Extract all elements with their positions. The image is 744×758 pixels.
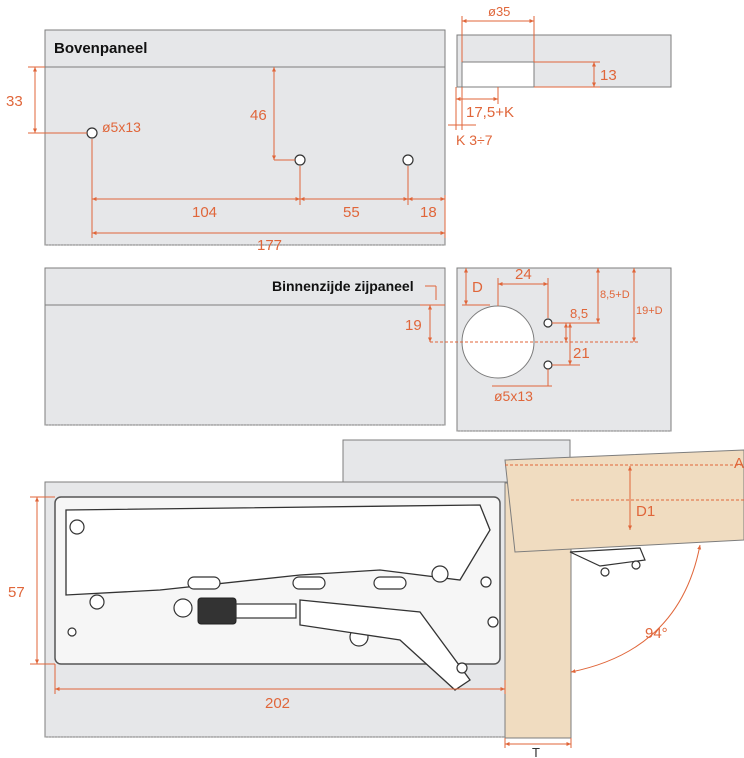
damper-block	[197, 597, 237, 625]
dim-33: 33	[6, 93, 23, 110]
dim-t: T	[532, 745, 540, 758]
dim-57: 57	[8, 584, 25, 601]
side-section-view: D 24 8,5 8,5+D 19+D 21 ø5x13	[430, 266, 672, 432]
dim-k: K 3÷7	[456, 132, 493, 148]
bracket-screw-1	[600, 567, 610, 577]
screw-3	[67, 627, 77, 637]
mechanism-view: D1 A 57 202 94°	[8, 439, 744, 758]
pivot-3	[480, 576, 492, 588]
screw-4	[431, 565, 449, 583]
damper-rod	[235, 603, 297, 619]
dim-85d: 8,5+D	[600, 289, 630, 301]
dim-202: 202	[265, 695, 290, 712]
mechanism-cover	[65, 504, 491, 596]
hole-1	[86, 127, 98, 139]
side-hole-2	[543, 360, 553, 370]
top-panel-label: Bovenpaneel	[54, 40, 147, 57]
hole-dim-label: ø5x13	[102, 119, 141, 135]
side-hole-dim-label: ø5x13	[494, 388, 533, 404]
top-panel-strip	[44, 29, 446, 68]
top-section-view: ø35 13 17,5+K K 3÷7	[448, 4, 672, 148]
hole-2	[294, 154, 306, 166]
dim-19: 19	[405, 317, 422, 334]
top-panel-body	[44, 66, 446, 246]
angle-arc	[570, 544, 702, 674]
side-panel-strip	[44, 267, 446, 306]
pivot-1	[456, 662, 468, 674]
cup-bore	[461, 61, 535, 88]
screw-2	[89, 594, 105, 610]
dim-21: 21	[573, 345, 590, 362]
dim-19d: 19+D	[636, 305, 663, 317]
side-panel-label: Binnenzijde zijpaneel	[272, 278, 414, 294]
hole-3	[402, 154, 414, 166]
slot-2	[292, 576, 326, 590]
dim-55: 55	[343, 204, 360, 221]
top-panel-view: Bovenpaneel 33 ø5x13 46 104 55 18 177	[6, 29, 446, 254]
dim-18: 18	[420, 204, 437, 221]
bracket-screw-2	[631, 560, 641, 570]
side-panel-body	[44, 304, 446, 426]
dim-a: A	[734, 455, 744, 472]
dim-bore: ø35	[488, 4, 510, 19]
dim-angle: 94°	[645, 625, 668, 642]
dim-177: 177	[257, 237, 282, 254]
dim-d1: D1	[636, 503, 655, 520]
pivot-2	[487, 616, 499, 628]
dim-104: 104	[192, 204, 217, 221]
dim-85: 8,5	[570, 306, 588, 321]
dim-46: 46	[250, 107, 267, 124]
screw-1	[69, 519, 85, 535]
dim-d: D	[472, 279, 483, 296]
dim-offset: 17,5+K	[466, 104, 514, 121]
slot-1	[187, 576, 221, 590]
side-hole-1	[543, 318, 553, 328]
slot-3	[373, 576, 407, 590]
side-panel-view: Binnenzijde zijpaneel 19	[44, 267, 446, 426]
screw-6	[173, 598, 193, 618]
open-door	[504, 449, 744, 553]
dim-depth: 13	[600, 67, 617, 84]
dim-24: 24	[515, 266, 532, 283]
